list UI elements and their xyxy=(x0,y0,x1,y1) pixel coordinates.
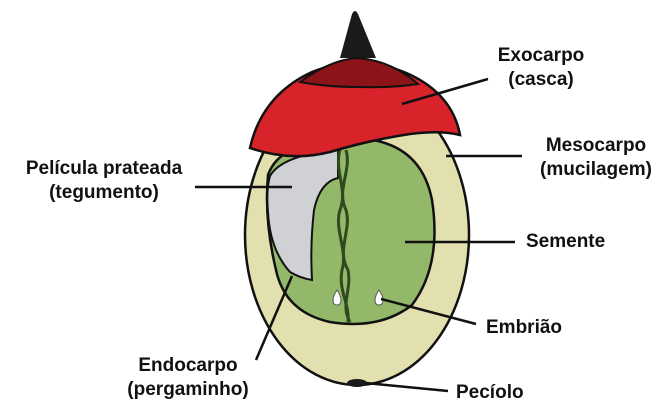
label-endocarpo-line2: (pergaminho) xyxy=(108,378,268,402)
label-mesocarpo-line2: (mucilagem) xyxy=(526,158,666,182)
fruit-tip-icon xyxy=(340,11,376,58)
label-semente-line1: Semente xyxy=(526,230,605,254)
label-peciolo-line1: Pecíolo xyxy=(456,381,524,405)
label-pelicula-line2: (tegumento) xyxy=(4,181,204,205)
label-endocarpo: Endocarpo (pergaminho) xyxy=(108,354,268,402)
label-mesocarpo: Mesocarpo (mucilagem) xyxy=(526,134,666,182)
label-exocarpo-line1: Exocarpo xyxy=(486,44,596,68)
label-exocarpo: Exocarpo (casca) xyxy=(486,44,596,92)
label-exocarpo-line2: (casca) xyxy=(486,68,596,92)
label-peciolo: Pecíolo xyxy=(456,381,524,405)
label-embriao: Embrião xyxy=(486,316,562,340)
label-embriao-line1: Embrião xyxy=(486,316,562,340)
label-mesocarpo-line1: Mesocarpo xyxy=(526,134,666,158)
label-pelicula-line1: Película prateada xyxy=(4,157,204,181)
leader-peciolo xyxy=(366,383,448,391)
exocarp-top-cap xyxy=(300,58,418,87)
petiole-stub xyxy=(347,379,367,387)
label-semente: Semente xyxy=(526,230,605,254)
label-endocarpo-line1: Endocarpo xyxy=(108,354,268,378)
label-pelicula: Película prateada (tegumento) xyxy=(4,157,204,205)
